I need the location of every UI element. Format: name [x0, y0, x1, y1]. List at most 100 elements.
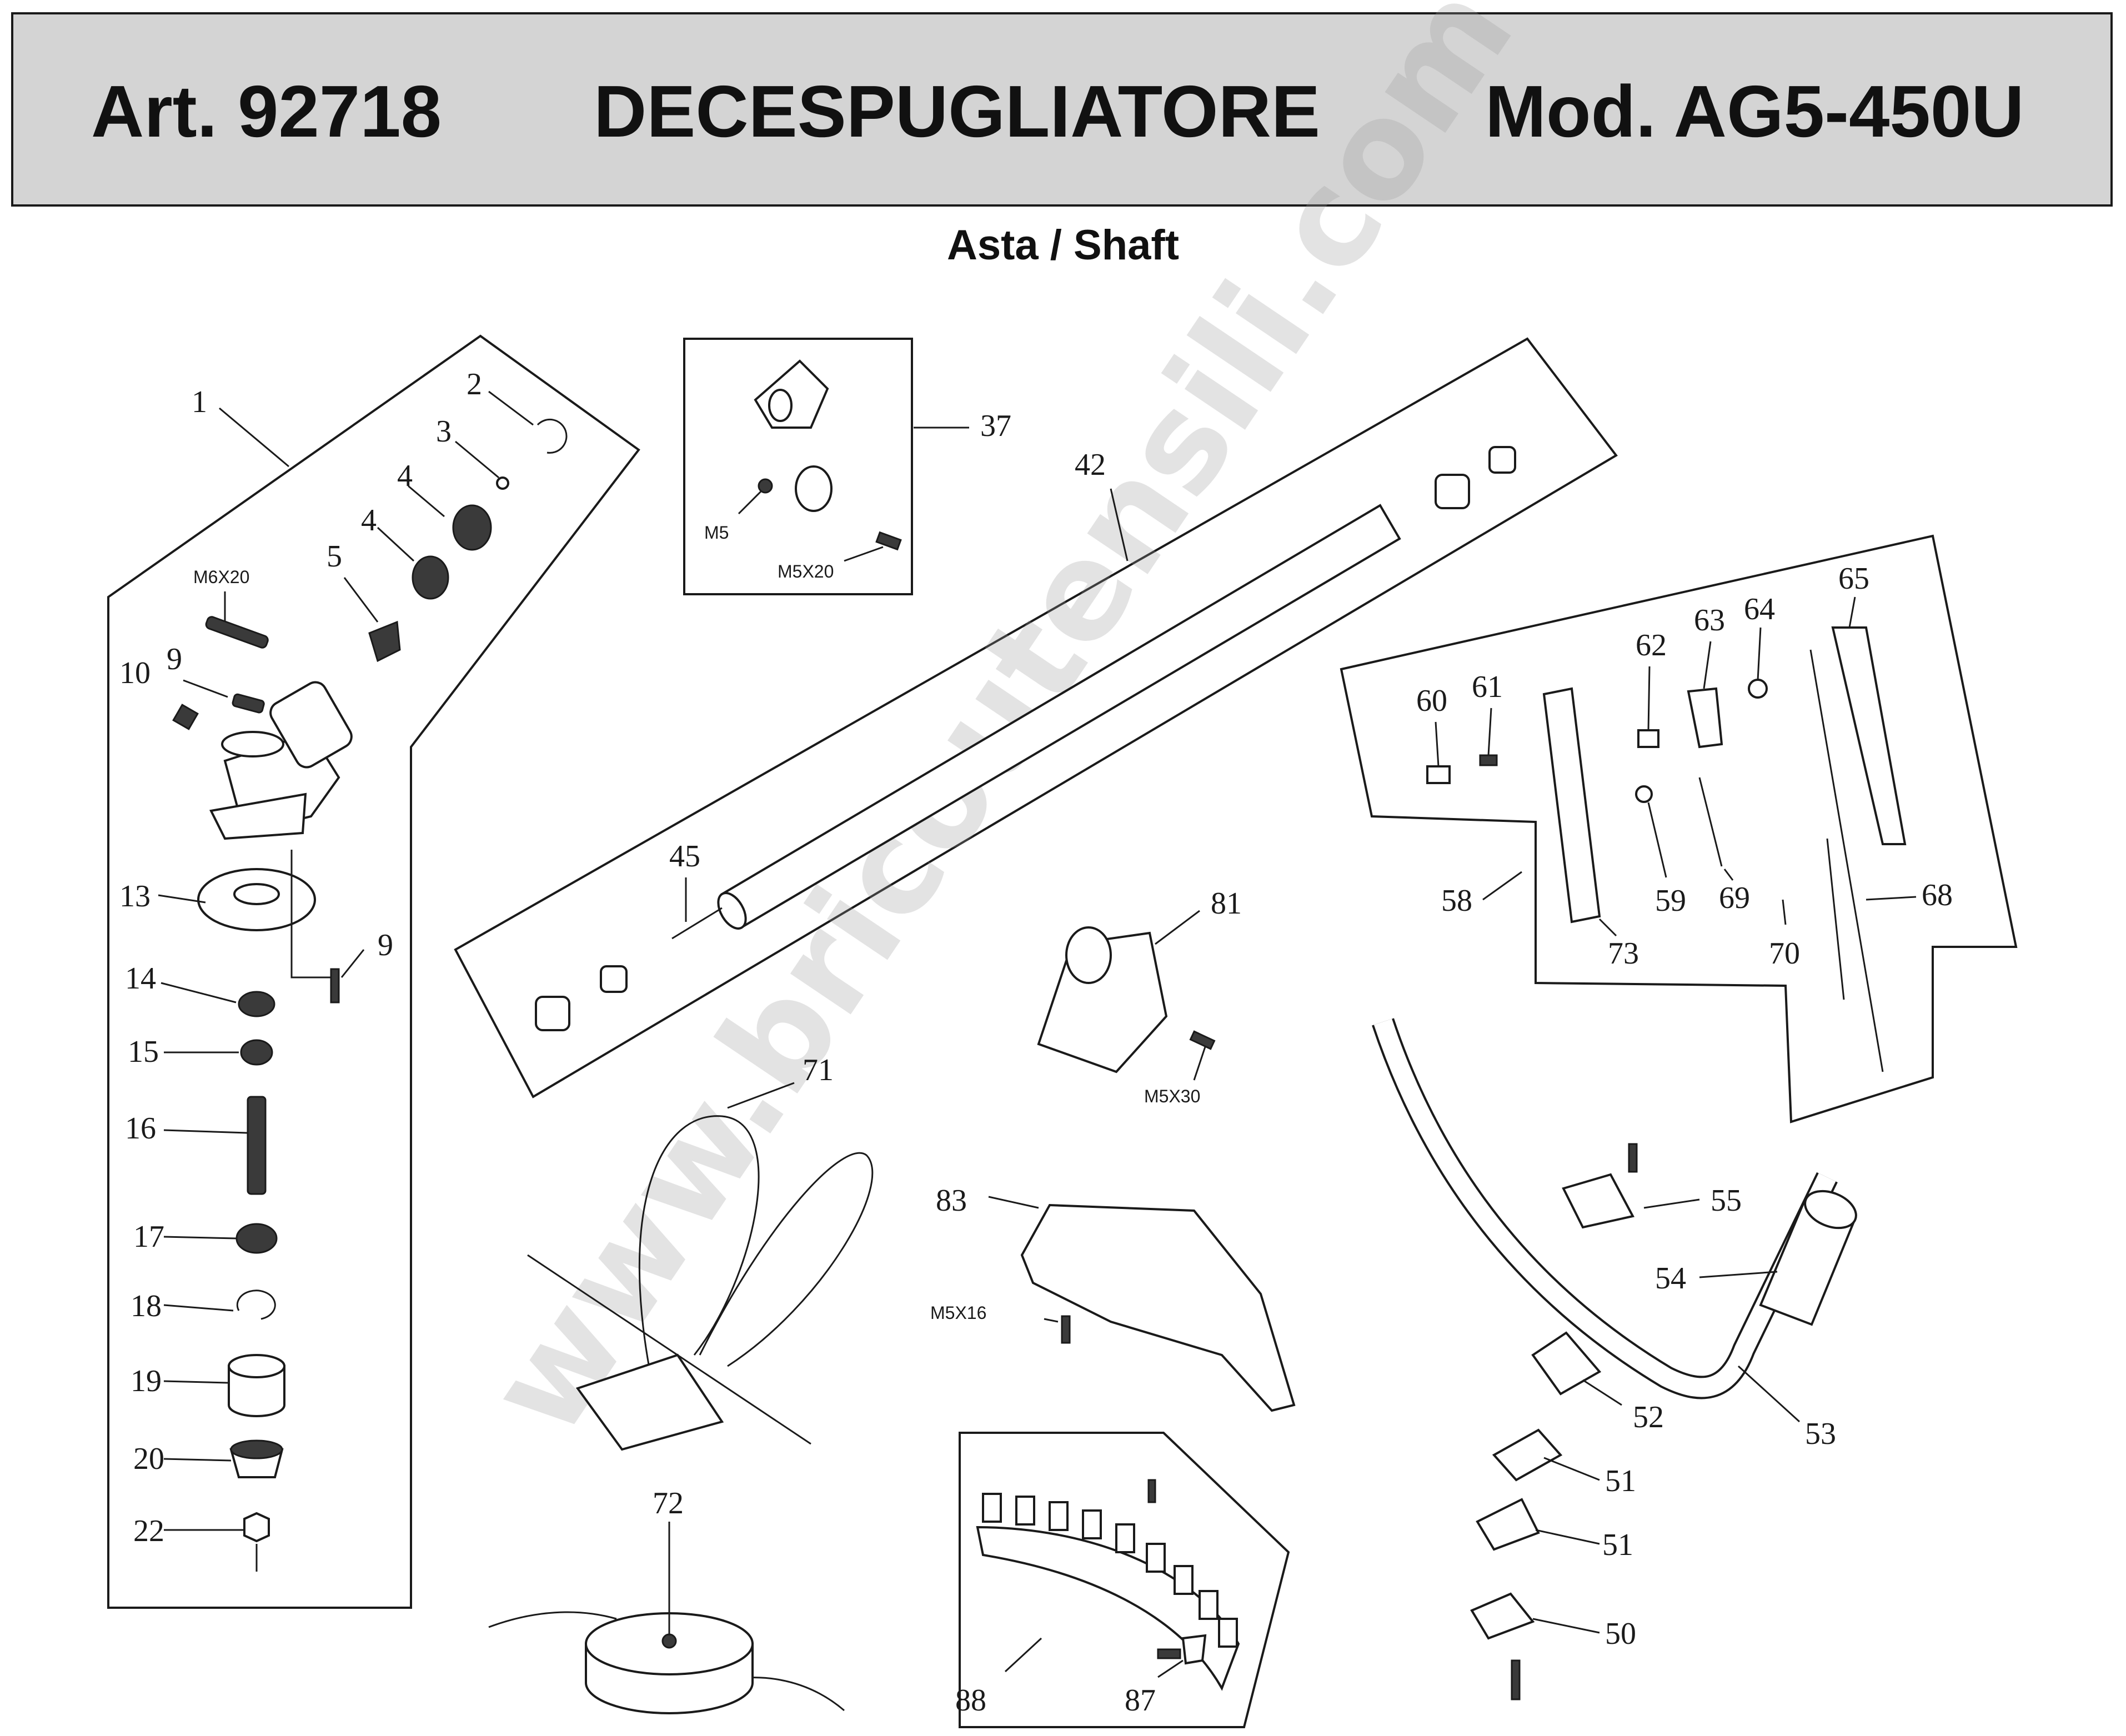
- part-64-ring: [1748, 679, 1768, 699]
- callout-17: 17: [133, 1220, 164, 1254]
- callout-73: 73: [1608, 936, 1639, 971]
- handlebar-group: [1372, 1018, 1857, 1700]
- callout-16: 16: [125, 1111, 156, 1146]
- part-71-pad: [575, 1353, 724, 1451]
- harness-group: [527, 1115, 874, 1451]
- part-9b-screw: [330, 968, 340, 1004]
- part-55-clamp: [1562, 1173, 1635, 1229]
- part-52-clamp: [1531, 1331, 1602, 1396]
- leader-17: [163, 1236, 237, 1240]
- callout-19: 19: [131, 1364, 162, 1398]
- part-68-cable: [1809, 649, 1884, 1072]
- model-number: Mod. AG5-450U: [1485, 71, 2024, 152]
- part-50-clamp: [1470, 1592, 1535, 1640]
- part-60-spring: [1426, 765, 1451, 784]
- leader-64: [1757, 627, 1762, 681]
- part-18-circlip: [236, 1290, 276, 1320]
- part-10-nut: [172, 704, 199, 730]
- callout-5: 5: [327, 539, 342, 574]
- callout-4b: 4: [361, 503, 377, 538]
- callout-2: 2: [467, 367, 482, 402]
- part-37-clamp-top: [754, 359, 829, 429]
- callout-53: 53: [1805, 1417, 1836, 1451]
- callout-71: 71: [803, 1053, 834, 1087]
- leader-m5x30: [1193, 1046, 1206, 1081]
- label-m5: M5: [704, 523, 729, 543]
- callout-61: 61: [1472, 670, 1503, 704]
- part-14-bearing: [238, 991, 275, 1017]
- part-55-bolt: [1628, 1143, 1638, 1173]
- trimmer-head-group: [488, 1611, 845, 1714]
- callout-13: 13: [119, 879, 151, 914]
- part-15-bushing: [240, 1039, 273, 1066]
- leader-19: [163, 1380, 228, 1384]
- part-gear-case-base: [209, 792, 307, 840]
- part-69-lever: [1698, 777, 1723, 867]
- leader-88: [1004, 1637, 1042, 1673]
- leader-42: [1110, 488, 1129, 561]
- callout-20: 20: [133, 1442, 164, 1476]
- leader-51b: [1535, 1529, 1600, 1545]
- part-72-line-a: [488, 1611, 617, 1628]
- callout-42: 42: [1075, 448, 1106, 482]
- callout-64: 64: [1744, 592, 1775, 626]
- part-88-tooth-8: [1199, 1590, 1219, 1620]
- part-88-tooth-7: [1174, 1565, 1194, 1595]
- leader-63: [1703, 641, 1712, 689]
- part-88-tooth-3: [1049, 1501, 1069, 1531]
- leader-13: [158, 894, 206, 904]
- part-65-cover: [1831, 626, 1907, 845]
- leader-52: [1582, 1379, 1622, 1406]
- callout-50: 50: [1605, 1617, 1636, 1651]
- leader-70: [1782, 899, 1787, 925]
- part-gear-case-neck: [269, 681, 353, 769]
- leader-58: [1482, 871, 1522, 901]
- callout-15: 15: [128, 1035, 159, 1069]
- callout-22: 22: [133, 1514, 164, 1548]
- guard-group: [1020, 1203, 1296, 1412]
- leader-65: [1848, 596, 1856, 628]
- panel-outlines: [107, 334, 2018, 1728]
- part-20-top: [230, 1439, 283, 1459]
- callout-45: 45: [669, 839, 700, 874]
- callout-58: 58: [1441, 884, 1472, 918]
- callout-51b: 51: [1602, 1528, 1633, 1562]
- callout-52: 52: [1633, 1400, 1664, 1434]
- label-m5x30: M5X30: [1144, 1086, 1200, 1106]
- part-9-bolt: [232, 693, 265, 714]
- leader-9a: [183, 679, 228, 698]
- part-m5x30-bolt: [1189, 1030, 1216, 1050]
- part-71-buckle-strap: [527, 1254, 811, 1445]
- leader-55: [1643, 1198, 1700, 1209]
- blade-guard-group: [976, 1479, 1240, 1691]
- title-bar: Art. 92718 DECESPUGLIATORE Mod. AG5-450U: [11, 12, 2113, 207]
- leader-81: [1155, 910, 1200, 945]
- throttle-panel: [1340, 534, 2018, 1123]
- section-title: Asta / Shaft: [946, 222, 1180, 269]
- leader-16: [163, 1129, 248, 1134]
- clamp-kit-panel: [683, 338, 913, 595]
- leader-68: [1866, 896, 1917, 901]
- callout-69: 69: [1719, 881, 1750, 915]
- leader-4b: [377, 526, 415, 562]
- callout-83: 83: [936, 1183, 967, 1218]
- leader-lines: [158, 390, 1917, 1678]
- part-70-spring: [1826, 838, 1845, 1000]
- part-88-tooth-5: [1115, 1523, 1135, 1553]
- blade-guard-panel: [959, 1432, 1290, 1728]
- callout-10: 10: [119, 656, 151, 690]
- part-71-strap-b: [699, 1152, 874, 1367]
- leader-14: [161, 982, 237, 1004]
- callout-55: 55: [1711, 1183, 1742, 1218]
- leader-73: [1598, 918, 1617, 937]
- part-54-grip-end: [1804, 1190, 1857, 1230]
- callout-87: 87: [1125, 1683, 1156, 1718]
- leader-59: [1647, 802, 1667, 878]
- part-88-screw: [1147, 1479, 1156, 1503]
- part-62-pin: [1637, 729, 1659, 748]
- callout-62: 62: [1636, 628, 1667, 663]
- part-m5x16-screw: [1061, 1315, 1071, 1344]
- leader-9b: [340, 949, 365, 978]
- part-88-tooth-1: [982, 1493, 1002, 1523]
